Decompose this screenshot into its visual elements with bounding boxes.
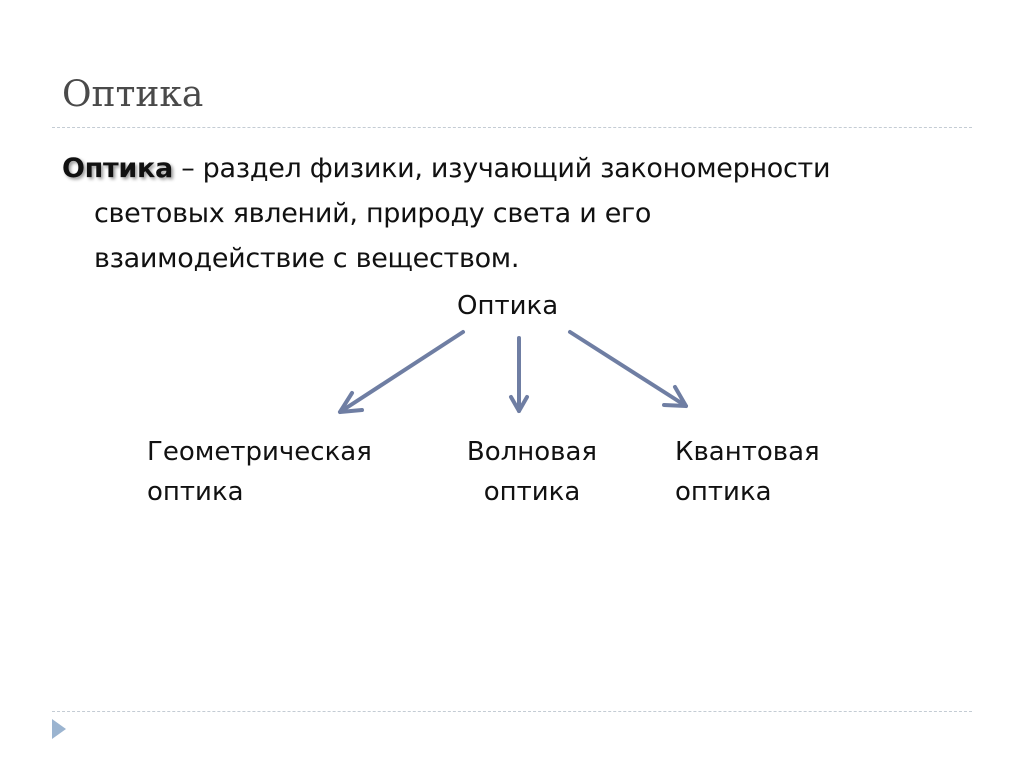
child-label: Квантовая bbox=[675, 437, 820, 467]
slide-title: Оптика bbox=[62, 74, 204, 115]
footer-divider bbox=[52, 711, 972, 712]
diagram-child-quantum: Квантовая оптика bbox=[675, 432, 820, 512]
title-divider bbox=[52, 127, 972, 128]
diagram-child-geometric: Геометрическая оптика bbox=[147, 432, 372, 512]
arrow-right-icon bbox=[568, 330, 688, 408]
child-label: оптика bbox=[147, 477, 244, 507]
definition-term: Оптика bbox=[62, 153, 173, 184]
arrow-left-icon bbox=[338, 330, 465, 414]
diagram-root: Оптика bbox=[457, 291, 559, 321]
child-label: Геометрическая bbox=[147, 437, 372, 467]
definition-line-3: взаимодействие с веществом. bbox=[94, 243, 520, 274]
child-label: оптика bbox=[675, 477, 772, 507]
child-label: оптика bbox=[483, 477, 581, 507]
diagram-child-wave: Волновая оптика bbox=[462, 432, 602, 512]
triangle-bullet-icon bbox=[52, 719, 66, 739]
definition-line-2: световых явлений, природу света и его bbox=[94, 198, 652, 229]
child-label: Волновая bbox=[466, 437, 598, 467]
definition-text: Оптика – раздел физики, изучающий законо… bbox=[62, 146, 942, 281]
arrow-center-icon bbox=[509, 336, 529, 413]
definition-line-1: – раздел физики, изучающий закономерност… bbox=[172, 153, 831, 184]
